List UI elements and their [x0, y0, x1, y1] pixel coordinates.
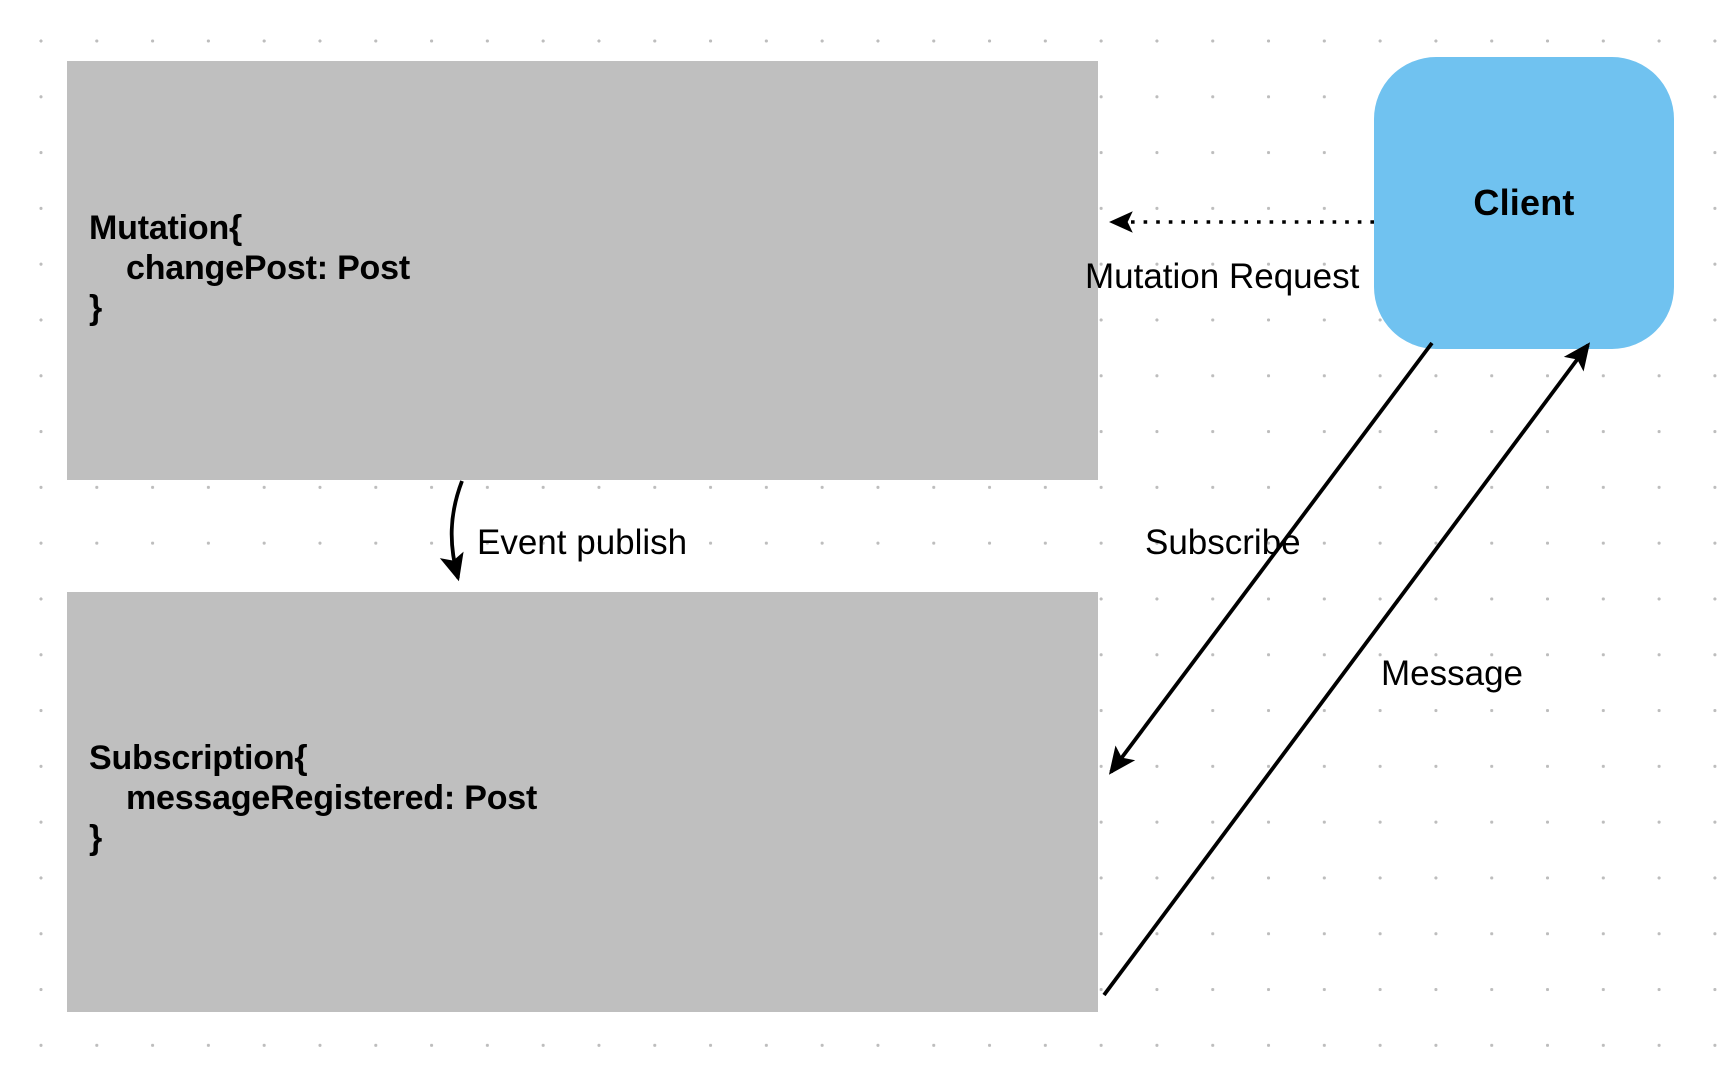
mutation-node-code: Mutation{ changePost: Post } — [89, 209, 410, 327]
subscription-node-code: Subscription{ messageRegistered: Post } — [89, 739, 538, 857]
edge-label-subscribe: Subscribe — [1145, 523, 1301, 562]
edge-event-publish — [439, 480, 464, 582]
mutation-node[interactable]: Mutation{ changePost: Post } — [67, 61, 1098, 480]
edge-label-event-publish: Event publish — [477, 523, 688, 562]
client-node[interactable]: Client — [1374, 57, 1674, 349]
client-node-label: Client — [1473, 182, 1575, 223]
edge-label-message: Message — [1381, 654, 1524, 693]
edge-label-mutation-request: Mutation Request — [1085, 257, 1360, 296]
subscription-node[interactable]: Subscription{ messageRegistered: Post } — [67, 592, 1098, 1012]
